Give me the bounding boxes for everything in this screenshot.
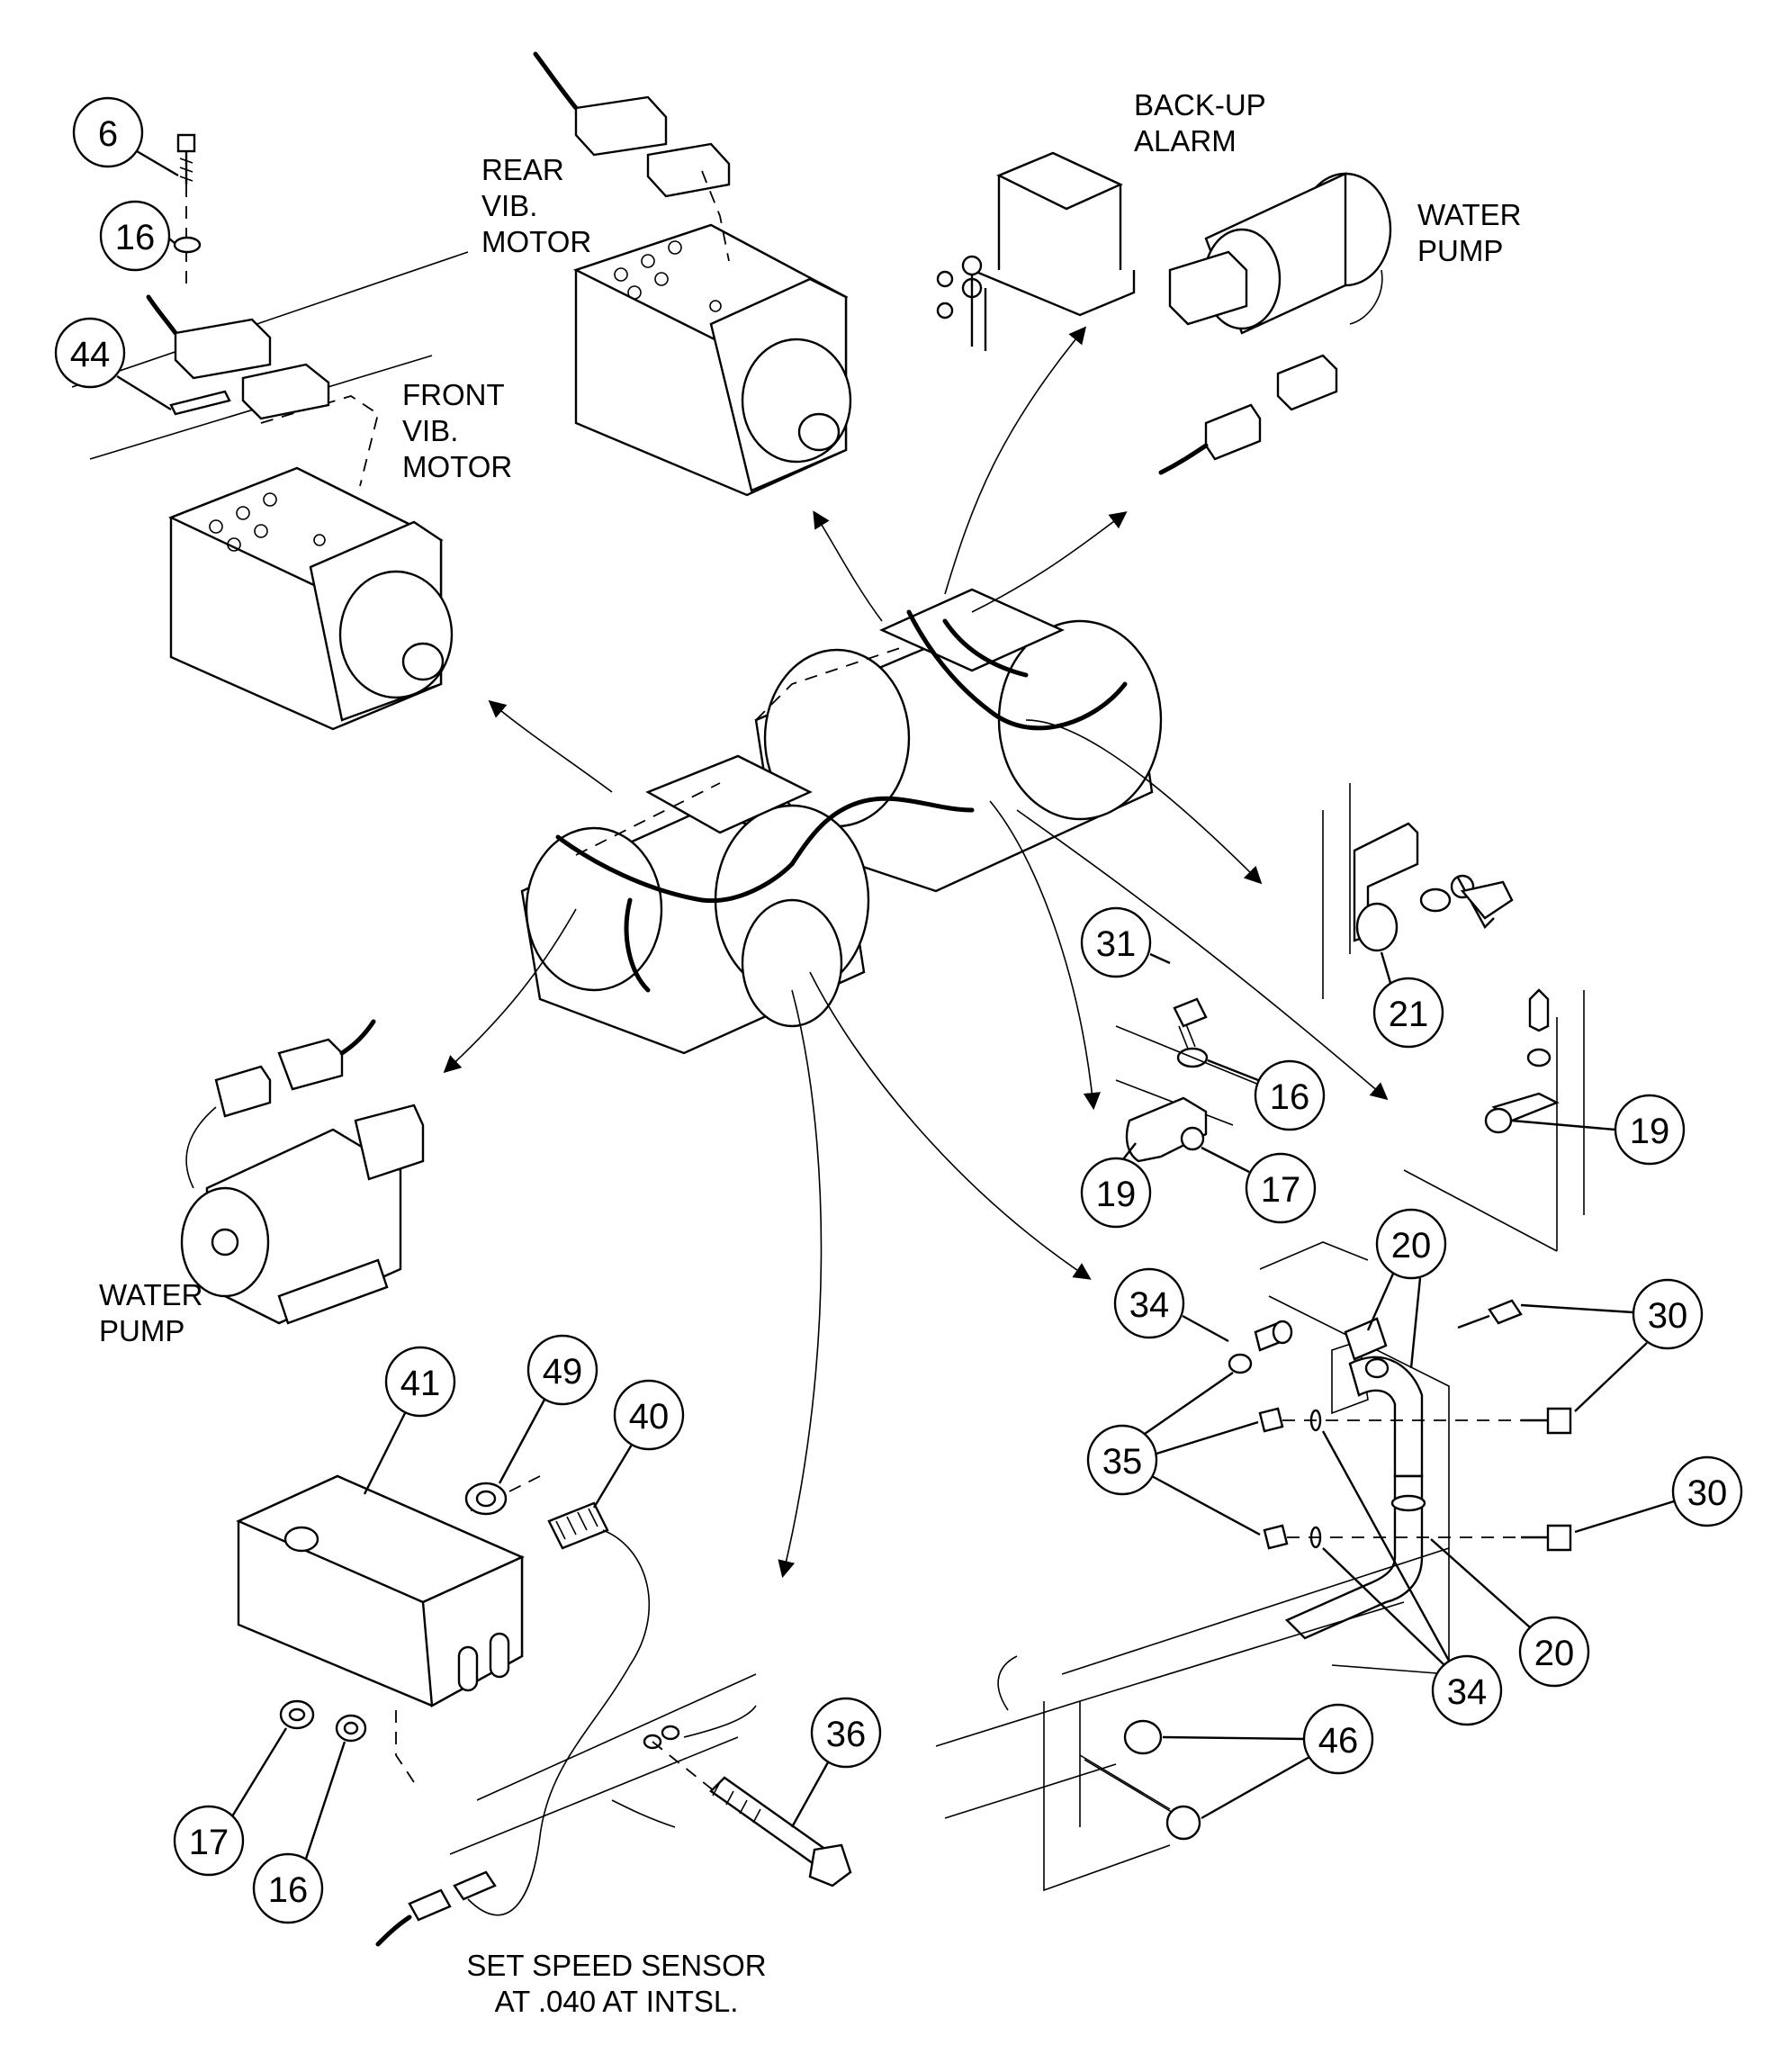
svg-text:VIB.: VIB. — [481, 189, 537, 222]
svg-text:FRONT: FRONT — [402, 378, 505, 411]
label-rear-vib-motor: REAR VIB. MOTOR — [481, 153, 591, 258]
backup-alarm — [936, 151, 1136, 351]
svg-text:35: 35 — [1102, 1442, 1143, 1482]
svg-text:17: 17 — [189, 1823, 229, 1862]
svg-text:16: 16 — [268, 1870, 309, 1910]
callout-30-top: 30 — [1520, 1278, 1704, 1412]
svg-text:30: 30 — [1687, 1473, 1728, 1513]
washer-16-lower — [335, 1714, 367, 1743]
callout-40: 40 — [592, 1379, 685, 1509]
callout-19-lower: 19 — [1080, 1142, 1152, 1229]
svg-text:MOTOR: MOTOR — [402, 450, 512, 483]
svg-text:BACK-UP: BACK-UP — [1134, 88, 1266, 122]
svg-text:PUMP: PUMP — [99, 1314, 184, 1347]
callout-34-lower: 34 — [1321, 1430, 1503, 1726]
callout-30-lower: 30 — [1574, 1455, 1743, 1534]
label-water-pump-left: WATER PUMP — [99, 1278, 202, 1347]
sensor-bracket — [236, 1474, 757, 1855]
label-front-vib-motor: FRONT VIB. MOTOR — [402, 378, 512, 483]
svg-text:34: 34 — [1447, 1672, 1488, 1712]
svg-text:PUMP: PUMP — [1417, 234, 1503, 267]
callout-36: 36 — [790, 1697, 882, 1828]
clamp-21 — [1322, 783, 1514, 999]
svg-text:36: 36 — [826, 1715, 867, 1754]
clamp-19-lower — [1125, 1096, 1208, 1163]
label-water-pump-right: WATER PUMP — [1417, 198, 1521, 267]
speed-sensor-40 — [375, 1501, 650, 1947]
callout-41: 41 — [363, 1346, 456, 1495]
callout-31: 31 — [1080, 906, 1171, 978]
svg-text:17: 17 — [1261, 1170, 1301, 1210]
svg-text:20: 20 — [1534, 1634, 1575, 1673]
label-backup-alarm: BACK-UP ALARM — [1134, 88, 1266, 158]
svg-text:41: 41 — [400, 1364, 441, 1403]
svg-text:30: 30 — [1648, 1296, 1688, 1336]
svg-text:20: 20 — [1391, 1226, 1432, 1266]
callout-35: 35 — [1086, 1372, 1261, 1536]
nut-17-lower — [279, 1699, 315, 1730]
svg-text:19: 19 — [1630, 1112, 1670, 1151]
svg-text:31: 31 — [1096, 924, 1137, 964]
svg-text:16: 16 — [115, 218, 156, 257]
svg-text:46: 46 — [1318, 1721, 1359, 1761]
callout-49: 49 — [498, 1334, 598, 1484]
rear-vib-motor — [533, 51, 852, 497]
callout-16-lower: 16 — [252, 1741, 346, 1924]
svg-text:WATER: WATER — [1417, 198, 1521, 231]
water-pump-left — [180, 1019, 425, 1325]
pipe-lower — [935, 1547, 1450, 1892]
roller-frame — [520, 588, 1163, 1055]
svg-text:16: 16 — [1270, 1077, 1310, 1117]
svg-text:49: 49 — [543, 1352, 583, 1392]
callout-19-right: 19 — [1511, 1094, 1686, 1166]
callout-20-top: 20 — [1366, 1208, 1447, 1369]
svg-text:VIB.: VIB. — [402, 414, 458, 447]
callout-16-mid: 16 — [1207, 1059, 1326, 1131]
bolt-36 — [611, 1705, 852, 1887]
callout-20-lower: 20 — [1430, 1538, 1590, 1688]
connector-top-left — [146, 294, 330, 420]
screw-6 — [176, 133, 196, 288]
water-pump-right — [1158, 172, 1392, 475]
svg-text:34: 34 — [1129, 1285, 1170, 1325]
callout-46: 46 — [1162, 1703, 1374, 1820]
svg-text:44: 44 — [70, 335, 111, 374]
callout-44: 44 — [54, 317, 172, 411]
svg-text:WATER: WATER — [99, 1278, 202, 1311]
leader-arrows — [443, 326, 1389, 1579]
svg-text:SET SPEED SENSOR: SET SPEED SENSOR — [466, 1949, 766, 1982]
callout-17-lower: 17 — [173, 1727, 288, 1877]
svg-text:MOTOR: MOTOR — [481, 225, 591, 258]
callout-16-top: 16 — [99, 200, 175, 272]
svg-text:6: 6 — [98, 114, 118, 154]
callout-21: 21 — [1372, 951, 1444, 1049]
svg-text:AT .040 AT INTSL.: AT .040 AT INTSL. — [495, 1985, 739, 2018]
svg-text:40: 40 — [629, 1397, 670, 1437]
svg-text:21: 21 — [1389, 995, 1429, 1034]
grommet-46 — [1079, 1719, 1201, 1841]
label-speed-sensor-note: SET SPEED SENSOR AT .040 AT INTSL. — [466, 1949, 766, 2018]
nut-49 — [464, 1482, 508, 1516]
svg-text:ALARM: ALARM — [1134, 124, 1237, 158]
callout-6: 6 — [72, 96, 179, 177]
washer-16-top — [173, 236, 202, 254]
svg-text:19: 19 — [1096, 1175, 1137, 1214]
clamp-19-right — [1403, 988, 1585, 1252]
callout-17-mid: 17 — [1201, 1146, 1317, 1224]
svg-text:REAR: REAR — [481, 153, 564, 186]
fasteners-30-35-34 — [1228, 1299, 1572, 1552]
wire-harness — [555, 609, 1128, 993]
callout-34-top: 34 — [1113, 1267, 1229, 1343]
front-vib-motor — [71, 251, 469, 731]
